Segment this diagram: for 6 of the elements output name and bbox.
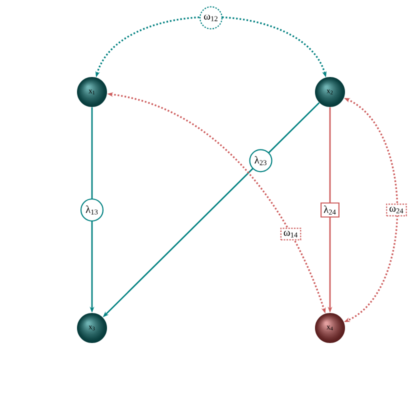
edge-label: λ$_{24}$ bbox=[320, 202, 340, 218]
edge-label: λ$_{13}$ bbox=[80, 198, 104, 222]
edge-label: λ$_{23}$ bbox=[249, 149, 272, 172]
edge-label: ω$_{12}$ bbox=[199, 6, 223, 30]
edge-label: ω$_{24}$ bbox=[386, 204, 407, 216]
edge-label: ω$_{14}$ bbox=[280, 228, 302, 240]
